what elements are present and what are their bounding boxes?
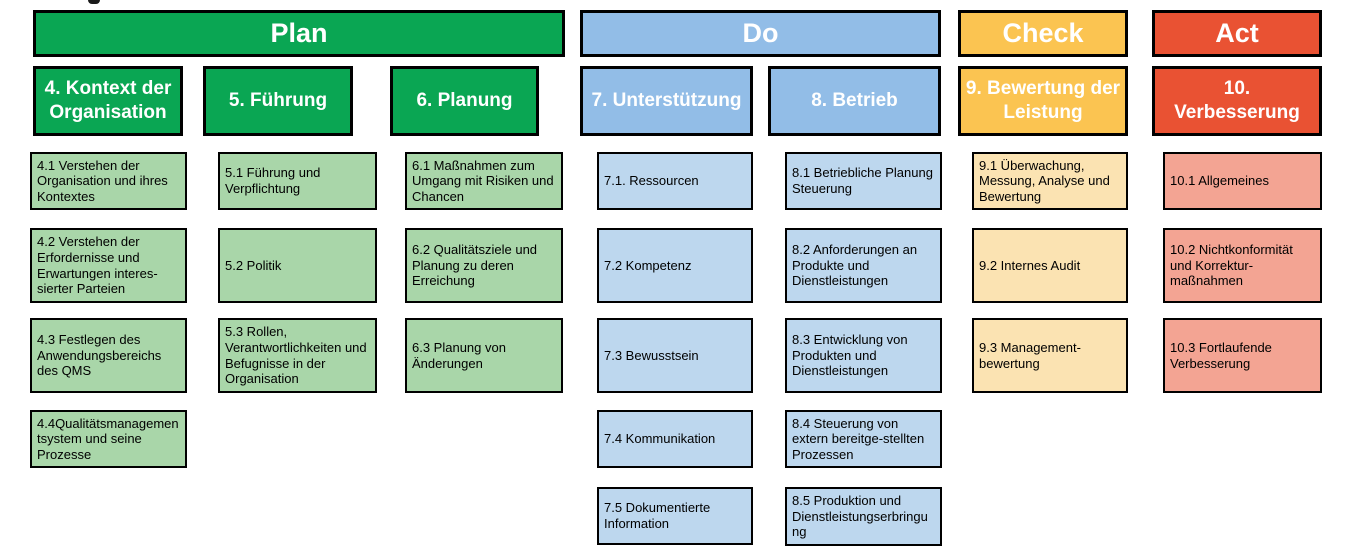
item-8-4: 8.4 Steuerung von extern bereitge-stellt… — [785, 410, 942, 468]
item-10-3-label: 10.3 Fortlaufende Verbesserung — [1170, 339, 1272, 371]
item-4-3-label: 4.3 Festlegen des Anwendungsbereichs des… — [37, 332, 162, 379]
item-9-2-label: 9.2 Internes Audit — [979, 257, 1081, 273]
item-8-2: 8.2 Anforderungen an Produkte und Dienst… — [785, 228, 942, 303]
column-header-4-kontext: 4. Kontext der Organisation — [33, 66, 183, 136]
item-7-2: 7.2 Kompetenz — [597, 228, 753, 303]
item-7-4-label: 7.4 Kommunikation — [604, 431, 716, 447]
item-10-2: 10.2 Nichtkonformität und Korrektur-maßn… — [1163, 228, 1322, 303]
item-7-5-label: 7.5 Dokumentierte Information — [604, 500, 711, 531]
item-5-1: 5.1 Führung und Verpflichtung — [218, 152, 377, 210]
phase-header-do: Do — [580, 10, 941, 57]
item-10-3: 10.3 Fortlaufende Verbesserung — [1163, 318, 1322, 393]
column-header-6-planung: 6. Planung — [390, 66, 539, 136]
item-4-2: 4.2 Verstehen der Erfordernisse und Erwa… — [30, 228, 187, 303]
item-7-3: 7.3 Bewusstsein — [597, 318, 753, 393]
item-10-1: 10.1 Allgemeines — [1163, 152, 1322, 210]
item-6-2: 6.2 Qualitätsziele und Planung zu deren … — [405, 228, 563, 303]
item-9-3-label: 9.3 Management-bewertung — [979, 339, 1081, 371]
item-7-4: 7.4 Kommunikation — [597, 410, 753, 468]
item-4-2-label: 4.2 Verstehen der Erfordernisse und Erwa… — [37, 234, 158, 297]
item-9-1: 9.1 Überwachung, Messung, Analyse und Be… — [972, 152, 1128, 210]
item-8-1: 8.1 Betriebliche Planung Steuerung — [785, 152, 942, 210]
item-10-1-label: 10.1 Allgemeines — [1170, 173, 1270, 189]
item-8-4-label: 8.4 Steuerung von extern bereitge-stellt… — [792, 415, 925, 462]
item-7-5: 7.5 Dokumentierte Information — [597, 487, 753, 545]
item-8-3-label: 8.3 Entwicklung von Produkten und Dienst… — [792, 332, 908, 379]
item-5-1-label: 5.1 Führung und Verpflichtung — [225, 165, 321, 196]
item-4-1: 4.1 Verstehen der Organisation und ihres… — [30, 152, 187, 210]
column-header-5-fuehrung: 5. Führung — [203, 66, 353, 136]
item-9-2: 9.2 Internes Audit — [972, 228, 1128, 303]
item-7-1-label: 7.1. Ressourcen — [604, 173, 699, 189]
column-header-7-unterstuetzung: 7. Unterstützung — [580, 66, 753, 136]
item-8-1-label: 8.1 Betriebliche Planung Steuerung — [792, 165, 933, 196]
item-4-4-label: 4.4Qualitätsmanagementsystem und seine P… — [37, 415, 179, 462]
item-6-1: 6.1 Maßnahmen zum Umgang mit Risiken und… — [405, 152, 563, 210]
item-5-3-label: 5.3 Rollen, Verantwortlichkeiten und Bef… — [225, 324, 367, 387]
phase-header-plan: Plan — [33, 10, 565, 57]
item-5-3: 5.3 Rollen, Verantwortlichkeiten und Bef… — [218, 318, 377, 393]
item-7-1: 7.1. Ressourcen — [597, 152, 753, 210]
item-5-2-label: 5.2 Politik — [225, 257, 282, 273]
item-6-3: 6.3 Planung von Änderungen — [405, 318, 563, 393]
item-7-3-label: 7.3 Bewusstsein — [604, 347, 699, 363]
item-8-5-label: 8.5 Produktion und Dienstleistungserbrin… — [792, 493, 928, 540]
column-header-9-bewertung: 9. Bewertung der Leistung — [958, 66, 1128, 136]
item-8-2-label: 8.2 Anforderungen an Produkte und Dienst… — [792, 242, 918, 289]
item-4-1-label: 4.1 Verstehen der Organisation und ihres… — [37, 157, 168, 204]
item-7-2-label: 7.2 Kompetenz — [604, 257, 692, 273]
item-9-1-label: 9.1 Überwachung, Messung, Analyse und Be… — [979, 157, 1110, 204]
item-4-4: 4.4Qualitätsmanagementsystem und seine P… — [30, 410, 187, 468]
item-8-5: 8.5 Produktion und Dienstleistungserbrin… — [785, 487, 942, 546]
item-8-3: 8.3 Entwicklung von Produkten und Dienst… — [785, 318, 942, 393]
item-6-2-label: 6.2 Qualitätsziele und Planung zu deren … — [412, 242, 538, 289]
item-4-3: 4.3 Festlegen des Anwendungsbereichs des… — [30, 318, 187, 393]
column-header-8-betrieb: 8. Betrieb — [768, 66, 941, 136]
item-5-2: 5.2 Politik — [218, 228, 377, 303]
phase-header-check: Check — [958, 10, 1128, 57]
column-header-10-verbesserung: 10. Verbesserung — [1152, 66, 1322, 136]
item-6-3-label: 6.3 Planung von Änderungen — [412, 339, 506, 371]
cropped-text-artifact — [88, 0, 100, 4]
item-10-2-label: 10.2 Nichtkonformität und Korrektur-maßn… — [1170, 242, 1293, 289]
phase-header-act: Act — [1152, 10, 1322, 57]
item-6-1-label: 6.1 Maßnahmen zum Umgang mit Risiken und… — [412, 157, 554, 204]
item-9-3: 9.3 Management-bewertung — [972, 318, 1128, 393]
